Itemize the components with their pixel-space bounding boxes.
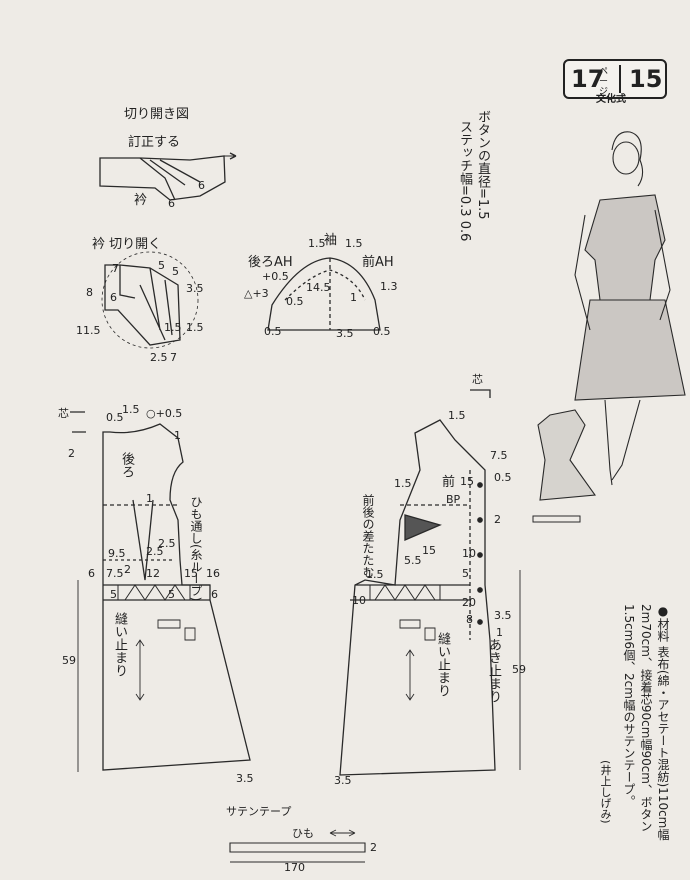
fb-n15c: 1.5: [394, 477, 412, 490]
sl-n05c: 0.5: [373, 325, 391, 338]
bb-n15c: 15: [184, 567, 198, 580]
satin-tape-label: サテンテープ: [226, 805, 292, 818]
fb-n2: 2: [494, 513, 501, 526]
co-n15a: 1.5: [164, 321, 182, 334]
bb-n5: 5: [110, 588, 117, 601]
fb-n05: 0.5: [494, 471, 512, 484]
fb-n55: 5.5: [404, 554, 422, 567]
sl-n1: 1: [350, 291, 357, 304]
page-number-box: 17 ページ 15: [563, 59, 667, 99]
back-ah-plus: +0.5: [262, 270, 289, 283]
method-label: 文化式: [596, 94, 626, 105]
co-n115: 11.5: [76, 324, 101, 337]
tape-n170: 170: [284, 861, 305, 874]
bb-n35: 3.5: [236, 772, 254, 785]
bb-n16: 16: [206, 567, 220, 580]
co-n15b: 1.5: [186, 321, 204, 334]
collar-open-label: 衿 切り開く: [92, 237, 162, 252]
bb-n25b: 2.5: [158, 537, 176, 550]
collar-diagram-title: 切り開き図: [124, 107, 190, 122]
fb-n1: 1: [496, 626, 503, 639]
bb-n95: 9.5: [108, 547, 126, 560]
open-label: あき止まり: [486, 638, 501, 703]
fb-n59: 59: [512, 663, 526, 676]
front-core: 芯: [472, 373, 483, 386]
bb-n05b: ○+0.5: [146, 407, 183, 420]
front-label: 前: [442, 475, 456, 490]
co-n7: 7: [112, 262, 119, 275]
sleeve-label: 袖: [324, 233, 338, 248]
correct-label: 訂正する: [128, 135, 181, 150]
bb-n59: 59: [62, 654, 76, 667]
sl-n13: 1.3: [380, 280, 398, 293]
co-n5a: 5: [158, 259, 165, 272]
bb-n75: 7.5: [106, 567, 124, 580]
fb-n15a: 1.5: [448, 409, 466, 422]
bb-n25a: 2.5: [146, 545, 164, 558]
collar-label: 衿: [134, 193, 148, 208]
diff-label: 前後の差たたむ: [361, 494, 375, 578]
back-ah-label: 後ろAH: [248, 255, 293, 270]
himo-label: ひも: [292, 827, 314, 840]
collar-n6a: 6: [198, 179, 205, 192]
fb-n8: 8: [466, 613, 473, 626]
materials-text: ●材料 表布(綿・アセテート混紡)110cm幅2m70cm、接着芯90cm幅90…: [622, 604, 670, 841]
collar-n6b: 6: [168, 197, 175, 210]
loop-label: ひも通し(糸ループ): [189, 496, 203, 602]
page-right-number: 15: [629, 65, 663, 93]
bb-n6: 6: [88, 567, 95, 580]
back-seam-label: 縫い止まり: [112, 612, 127, 677]
fb-n10: 10: [462, 547, 476, 560]
sl-n15a: 1.5: [308, 237, 326, 250]
fb-n15e: 1.5: [366, 568, 384, 581]
page-divider: [619, 65, 621, 93]
fb-n75: 7.5: [490, 449, 508, 462]
front-seam-label: 縫い止まり: [435, 632, 450, 697]
bb-n05: 0.5: [106, 411, 124, 424]
page-unit: ページ: [599, 67, 609, 97]
bb-n1b: 1: [146, 492, 153, 505]
co-n25: 2.5: [150, 351, 168, 364]
sl-n145: 14.5: [306, 281, 331, 294]
bb-n2: 2: [124, 563, 131, 576]
fb-n5: 5: [462, 567, 469, 580]
page-left-number: 17: [571, 65, 605, 93]
fb-n20: 20: [462, 596, 476, 609]
tape-n2: 2: [370, 841, 377, 854]
co-n35: 3.5: [186, 282, 204, 295]
materials-credit: (井上しげみ): [599, 760, 612, 824]
fb-bp: BP: [446, 493, 461, 506]
fb-n15b: 15: [460, 475, 474, 488]
bb-n15: 1.5: [122, 403, 140, 416]
bb-n5b: 5: [168, 588, 175, 601]
sl-n15b: 1.5: [345, 237, 363, 250]
co-n7b: 7: [170, 351, 177, 364]
sl-n05b: 0.5: [264, 325, 282, 338]
front-ah-label: 前AH: [362, 255, 394, 270]
fb-n15d: 15: [422, 544, 436, 557]
button-note: ボタンの直径=1.5: [475, 110, 490, 220]
back-core-sym: 芯: [58, 407, 69, 420]
fb-n10b: 10: [352, 594, 366, 607]
co-n5b: 5: [172, 265, 179, 278]
sl-delta: △+3: [244, 287, 269, 300]
bb-n1: 1: [174, 429, 181, 442]
fb-n35b: 3.5: [334, 774, 352, 787]
bb-n6b: 6: [211, 588, 218, 601]
bb-n12: 12: [146, 567, 160, 580]
stitch-note: ステッチ幅=0.3 0.6: [457, 120, 472, 242]
back-label: 後ろ: [119, 452, 134, 478]
sl-n05a: 0.5: [286, 295, 304, 308]
co-n6: 6: [110, 291, 117, 304]
fb-n35: 3.5: [494, 609, 512, 622]
sl-n35: 3.5: [336, 327, 354, 340]
co-n8: 8: [86, 286, 93, 299]
bb-n2b: 2: [68, 447, 75, 460]
